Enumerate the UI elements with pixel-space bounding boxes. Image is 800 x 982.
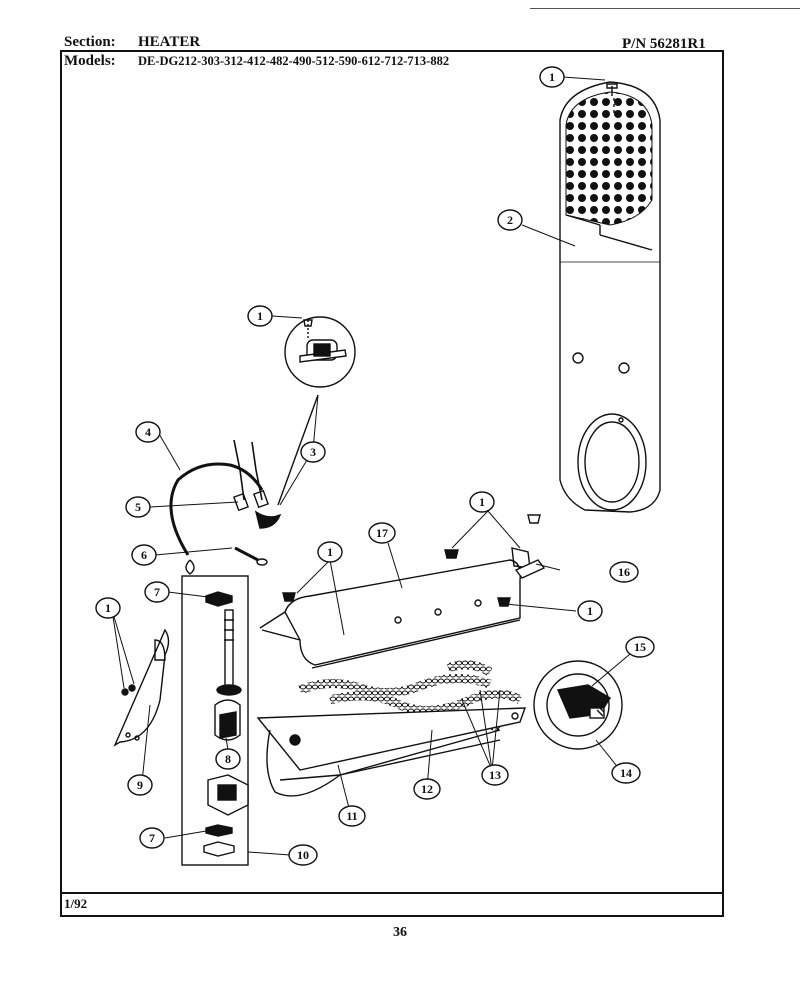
- svg-text:13: 13: [489, 768, 501, 782]
- terminal-kit: [181, 575, 249, 866]
- callout-15: 15: [625, 636, 655, 658]
- callout-3: 3: [300, 441, 326, 463]
- heater-duct-panel: [559, 81, 661, 513]
- callout-1-housing-b: 1: [317, 541, 343, 563]
- heater-housing-lower: [256, 707, 527, 797]
- callout-6: 6: [131, 544, 157, 566]
- hi-limit-detail: [533, 660, 623, 750]
- callout-10: 10: [288, 844, 318, 866]
- svg-text:1: 1: [549, 70, 555, 84]
- section-label: Section:: [64, 34, 116, 50]
- svg-text:2: 2: [507, 213, 513, 227]
- section-value: HEATER: [138, 34, 201, 50]
- callout-7-bottom: 7: [139, 827, 165, 849]
- callout-13: 13: [481, 764, 509, 786]
- svg-text:6: 6: [141, 548, 147, 562]
- svg-text:9: 9: [137, 778, 143, 792]
- callout-4: 4: [135, 421, 161, 443]
- svg-text:1: 1: [327, 545, 333, 559]
- callout-9: 9: [127, 774, 153, 796]
- svg-text:16: 16: [618, 565, 630, 579]
- svg-text:1: 1: [257, 309, 263, 323]
- callout-12: 12: [413, 778, 441, 800]
- heater-housing-upper: [259, 514, 541, 669]
- revision-date: 1/92: [64, 896, 88, 911]
- callout-1-bracket: 1: [95, 597, 121, 619]
- top-rule: [530, 8, 800, 9]
- svg-text:7: 7: [149, 831, 155, 845]
- callout-5: 5: [125, 496, 151, 518]
- svg-text:1: 1: [587, 604, 593, 618]
- svg-text:12: 12: [421, 782, 433, 796]
- svg-text:1: 1: [105, 601, 111, 615]
- svg-text:10: 10: [297, 848, 309, 862]
- svg-text:7: 7: [154, 585, 160, 599]
- wire-harness: [169, 439, 282, 575]
- callout-1-top: 1: [539, 66, 565, 88]
- leader-lines: [111, 76, 631, 856]
- svg-text:1: 1: [479, 495, 485, 509]
- models-value: DE-DG212-303-312-412-482-490-512-590-612…: [138, 54, 450, 68]
- header-divider: [60, 50, 724, 52]
- models-label: Models:: [64, 53, 116, 69]
- svg-text:15: 15: [634, 640, 646, 654]
- part-number: P/N 56281R1: [622, 36, 706, 52]
- svg-text:14: 14: [620, 766, 632, 780]
- callout-14: 14: [611, 762, 641, 784]
- callout-17: 17: [368, 522, 396, 544]
- thermostat-detail: [277, 316, 356, 506]
- callout-1-housing-c: 1: [577, 600, 603, 622]
- callout-11: 11: [338, 805, 366, 827]
- callout-2: 2: [497, 209, 523, 231]
- callout-16: 16: [609, 561, 639, 583]
- callout-1-housing-a: 1: [469, 491, 495, 513]
- mounting-bracket: [113, 628, 170, 747]
- callout-7-top: 7: [144, 581, 170, 603]
- svg-text:17: 17: [376, 526, 388, 540]
- svg-text:3: 3: [310, 445, 316, 459]
- svg-text:11: 11: [346, 809, 357, 823]
- footer-divider: [60, 892, 724, 894]
- page-number: 36: [393, 925, 407, 940]
- svg-text:8: 8: [225, 752, 231, 766]
- svg-text:4: 4: [145, 425, 151, 439]
- callout-8: 8: [215, 748, 241, 770]
- svg-text:5: 5: [135, 500, 141, 514]
- callout-1-thermostat: 1: [247, 305, 273, 327]
